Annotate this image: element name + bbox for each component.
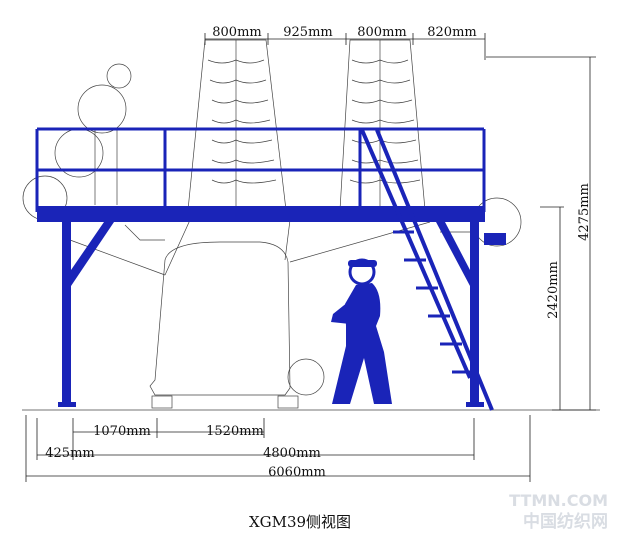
right-dimensions: 4275mm 2420mm <box>486 56 596 411</box>
ladder-rungs <box>393 230 474 374</box>
dim-right-height: 4275mm <box>577 183 592 241</box>
operator-figure <box>331 258 392 404</box>
dim-bottom-4800: 4800mm <box>263 446 321 461</box>
left-foot <box>151 395 173 409</box>
dim-right-platform: 2420mm <box>546 261 561 319</box>
dim-top-1: 800mm <box>212 25 261 40</box>
roller-upper <box>77 84 127 134</box>
dim-bottom-6060: 6060mm <box>268 465 326 480</box>
dim-bottom-425: 425mm <box>45 446 94 461</box>
dim-top-3: 800mm <box>357 25 406 40</box>
operator-helmet <box>348 260 377 267</box>
left-leg <box>62 222 71 402</box>
access-ladder <box>360 129 494 411</box>
dim-bottom-1070: 1070mm <box>93 424 151 439</box>
dim-bottom-1520: 1520mm <box>206 424 264 439</box>
steel-platform <box>35 127 506 411</box>
dim-top-2: 925mm <box>283 25 332 40</box>
right-leg <box>470 222 479 402</box>
frame-funnel <box>69 130 470 276</box>
right-leg-foot <box>466 402 484 407</box>
left-brace <box>71 222 114 286</box>
top-dimensions: 800mm 925mm 800mm 820mm <box>204 25 486 60</box>
left-leg-foot <box>58 402 76 407</box>
operator-body <box>332 283 392 404</box>
watermark: TTMN.COM 中国纺织网 <box>509 491 608 532</box>
machine-base <box>149 241 291 396</box>
watermark-name: 中国纺织网 <box>523 511 608 532</box>
watermark-domain: TTMN.COM <box>509 491 608 510</box>
bottom-dimensions: 1070mm 1520mm 425mm 4800mm 6060mm <box>25 415 531 482</box>
right-creel-tower <box>339 39 426 211</box>
machine-outline <box>22 39 522 409</box>
right-brace <box>436 222 470 286</box>
left-creel-tower <box>187 39 287 211</box>
right-foot <box>277 395 299 409</box>
platform-deck <box>37 206 485 222</box>
operator-arm <box>331 302 356 324</box>
dim-top-4: 820mm <box>427 25 476 40</box>
deck-stub <box>484 233 506 245</box>
guard-railing <box>35 127 486 212</box>
diagram-caption: XGM39侧视图 <box>249 513 351 531</box>
roller-top <box>106 63 132 89</box>
roller-bottom <box>287 358 325 396</box>
